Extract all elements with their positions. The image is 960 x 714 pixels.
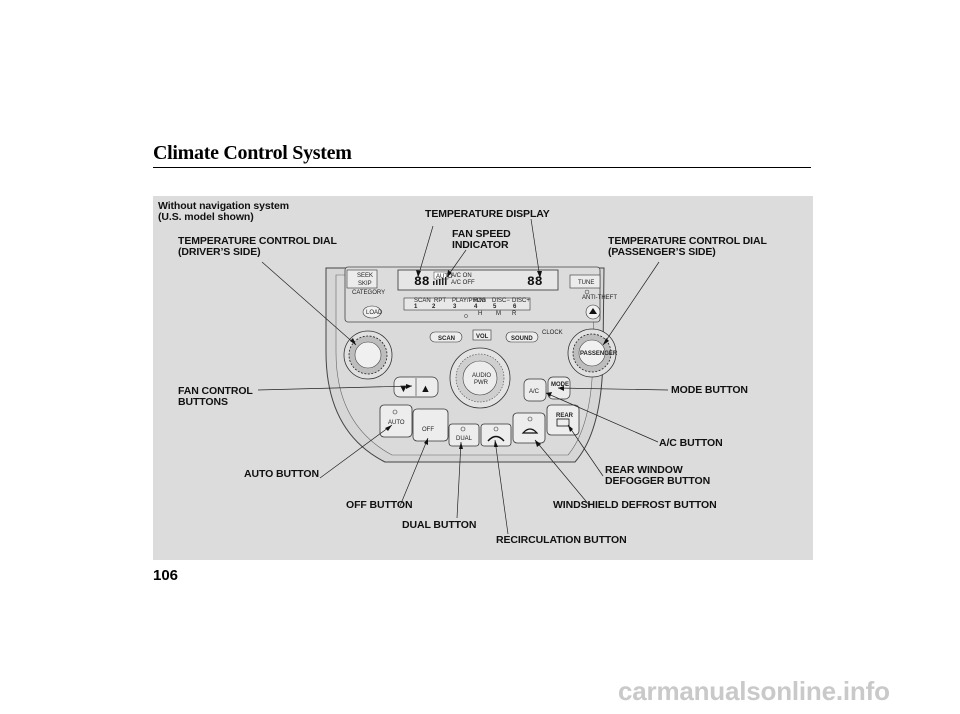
svg-text:RPT: RPT <box>434 298 446 304</box>
mode-button-label: MODE BUTTON <box>671 384 748 396</box>
svg-text:LOAD: LOAD <box>366 310 383 316</box>
svg-text:SKIP: SKIP <box>358 281 372 287</box>
svg-text:88: 88 <box>527 274 543 289</box>
page-number: 106 <box>153 567 179 584</box>
svg-text:SCAN: SCAN <box>438 336 455 342</box>
fan-speed-bars-icon <box>433 277 447 285</box>
svg-text:88: 88 <box>414 274 430 289</box>
svg-text:SOUND: SOUND <box>511 336 533 342</box>
fan-down-icon: ▼ <box>398 383 409 395</box>
svg-text:R: R <box>512 311 517 317</box>
off-button-label: OFF BUTTON <box>346 499 413 511</box>
svg-text:4: 4 <box>474 304 478 310</box>
svg-text:SEEK: SEEK <box>357 273 373 279</box>
svg-text:PLAY/PROG: PLAY/PROG <box>452 298 487 304</box>
watermark: carmanualsonline.info <box>618 676 890 706</box>
recirculation-button-label: RECIRCULATION BUTTON <box>496 534 627 546</box>
svg-text:DISC−: DISC− <box>492 298 510 304</box>
svg-text:AUTO: AUTO <box>388 420 405 426</box>
svg-text:PWR: PWR <box>474 380 489 386</box>
figure-subtitle: Without navigation system(U.S. model sho… <box>158 200 290 223</box>
svg-text:A/C OFF: A/C OFF <box>451 280 475 286</box>
svg-text:OFF: OFF <box>422 427 434 433</box>
svg-text:AUTO: AUTO <box>436 274 453 280</box>
svg-text:PASSENGER: PASSENGER <box>580 351 618 357</box>
svg-text:5: 5 <box>493 304 497 310</box>
svg-text:A/C: A/C <box>529 389 540 395</box>
svg-text:2: 2 <box>432 304 436 310</box>
svg-text:DUAL: DUAL <box>456 436 473 442</box>
svg-text:ANTI-THEFT: ANTI-THEFT <box>582 295 617 301</box>
windshield-defrost-label: WINDSHIELD DEFROST BUTTON <box>553 499 717 511</box>
page-title: Climate Control System <box>153 142 352 164</box>
svg-text:SCAN: SCAN <box>414 298 431 304</box>
ac-button-label: A/C BUTTON <box>659 437 723 449</box>
svg-text:AUDIO: AUDIO <box>472 373 491 379</box>
svg-text:M: M <box>496 311 501 317</box>
temp-dial-driver-label: TEMPERATURE CONTROL DIAL(DRIVER’S SIDE) <box>178 235 337 258</box>
title-rule <box>153 167 811 168</box>
svg-text:TUNE: TUNE <box>578 280 594 286</box>
fan-up-icon: ▲ <box>420 383 431 395</box>
svg-text:3: 3 <box>453 304 457 310</box>
svg-text:DISC+: DISC+ <box>512 298 530 304</box>
rear-defogger-icon <box>556 418 570 427</box>
temp-dial-passenger-label: TEMPERATURE CONTROL DIAL(PASSENGER’S SID… <box>608 235 767 258</box>
svg-text:CLOCK: CLOCK <box>542 330 563 336</box>
svg-text:CATEGORY: CATEGORY <box>352 290 385 296</box>
svg-text:REAR: REAR <box>556 413 574 419</box>
svg-text:MODE: MODE <box>551 382 569 388</box>
svg-text:1: 1 <box>414 304 418 310</box>
auto-button-label: AUTO BUTTON <box>244 468 319 480</box>
svg-text:A/C ON: A/C ON <box>451 273 472 279</box>
svg-text:6: 6 <box>513 304 517 310</box>
windshield-defrost-icon <box>521 428 539 434</box>
temperature-display-label: TEMPERATURE DISPLAY <box>425 208 550 220</box>
dual-button-label: DUAL BUTTON <box>402 519 477 531</box>
recirculation-icon <box>487 435 505 442</box>
svg-text:VOL: VOL <box>476 334 489 340</box>
eject-icon <box>589 308 597 314</box>
svg-text:R/M: R/M <box>474 298 485 304</box>
svg-text:H: H <box>478 311 482 317</box>
